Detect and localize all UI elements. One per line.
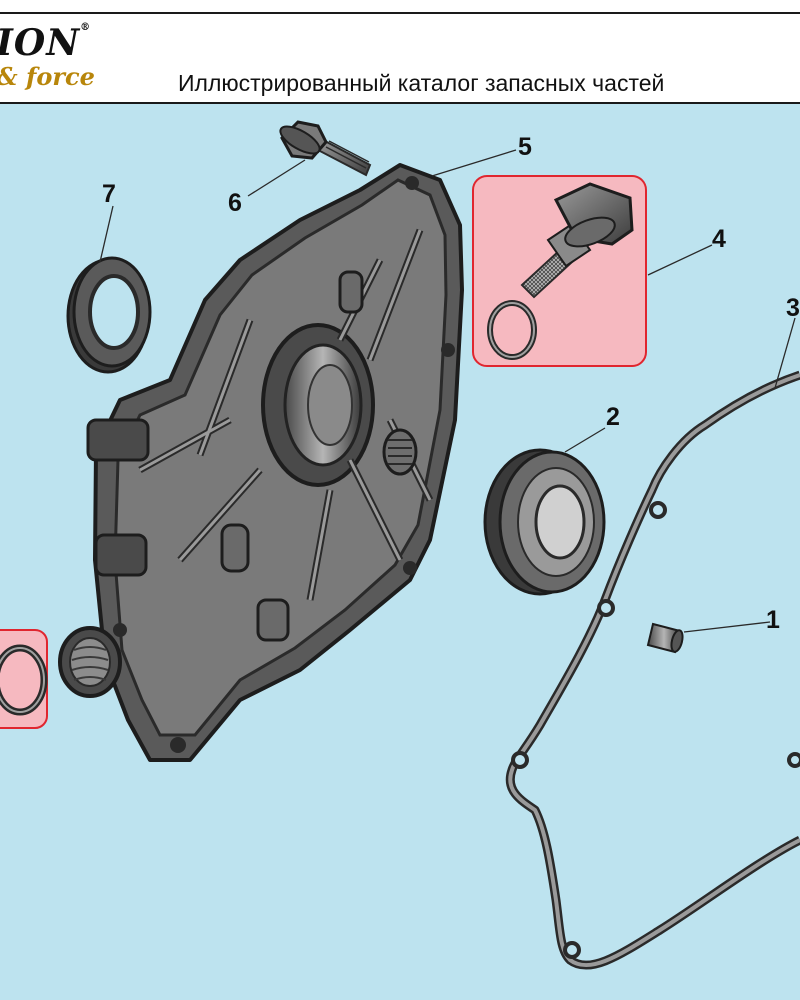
oil-filler-plug: [487, 182, 634, 360]
page-title: Иллюстрированный каталог запасных частей: [178, 70, 665, 96]
oil-seal: [66, 256, 152, 374]
callout-7: 7: [102, 180, 116, 208]
callout-1: 1: [766, 606, 780, 634]
header-top-rule: [0, 12, 800, 14]
brand-slogan: & force: [0, 62, 95, 91]
brand-logo-text: ION: [0, 22, 81, 64]
callout-5: 5: [518, 133, 532, 161]
callout-3: 3: [786, 294, 800, 322]
ball-bearing: [483, 448, 606, 596]
flange-bolt: [279, 120, 372, 177]
drain-boss: [58, 626, 122, 698]
gasket: [505, 370, 800, 970]
registered-mark: ®: [80, 22, 92, 33]
callout-2: 2: [606, 403, 620, 431]
leader-lines: [99, 149, 796, 633]
drain-washer: [0, 644, 48, 716]
callout-4: 4: [712, 225, 726, 253]
dowel-pin: [646, 622, 684, 654]
catalog-header: ION® & force Иллюстрированный каталог за…: [0, 0, 800, 104]
header-bottom-rule: [0, 102, 800, 104]
diagram-canvas: 1 2 3 4 5 6 7: [0, 104, 800, 1000]
crankcase-cover: [86, 163, 464, 762]
brand-logo: ION®: [0, 22, 91, 64]
callout-6: 6: [228, 189, 242, 217]
exploded-parts-diagram: 1 2 3 4 5 6 7: [0, 120, 800, 970]
